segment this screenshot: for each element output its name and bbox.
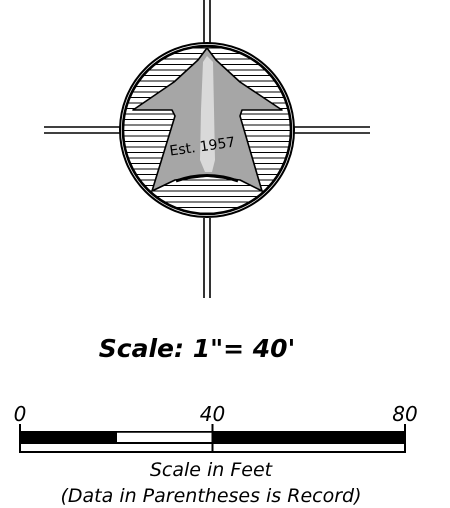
arrow-highlight — [200, 56, 215, 172]
scale-bar-segment-1 — [115, 431, 214, 444]
scale-tick-label-80: 80 — [392, 402, 417, 426]
arrow-arch — [175, 174, 239, 183]
scale-bar-segment-0 — [19, 431, 117, 444]
scale-tick-label-40: 40 — [200, 402, 225, 426]
record-note: (Data in Parentheses is Record) — [61, 485, 362, 507]
crosshair-lines — [44, 0, 370, 298]
scale-title: Scale: 1"= 40' — [99, 334, 295, 363]
scale-units-caption: Scale in Feet — [150, 459, 274, 481]
scale-bar: 0 40 80 — [14, 402, 418, 453]
scale-bar-segment-2 — [211, 431, 406, 444]
compass-inner-ring — [121, 44, 293, 216]
scale-tick-label-0: 0 — [14, 402, 27, 426]
north-arrow-symbol: Est. 1957 — [44, 0, 370, 298]
